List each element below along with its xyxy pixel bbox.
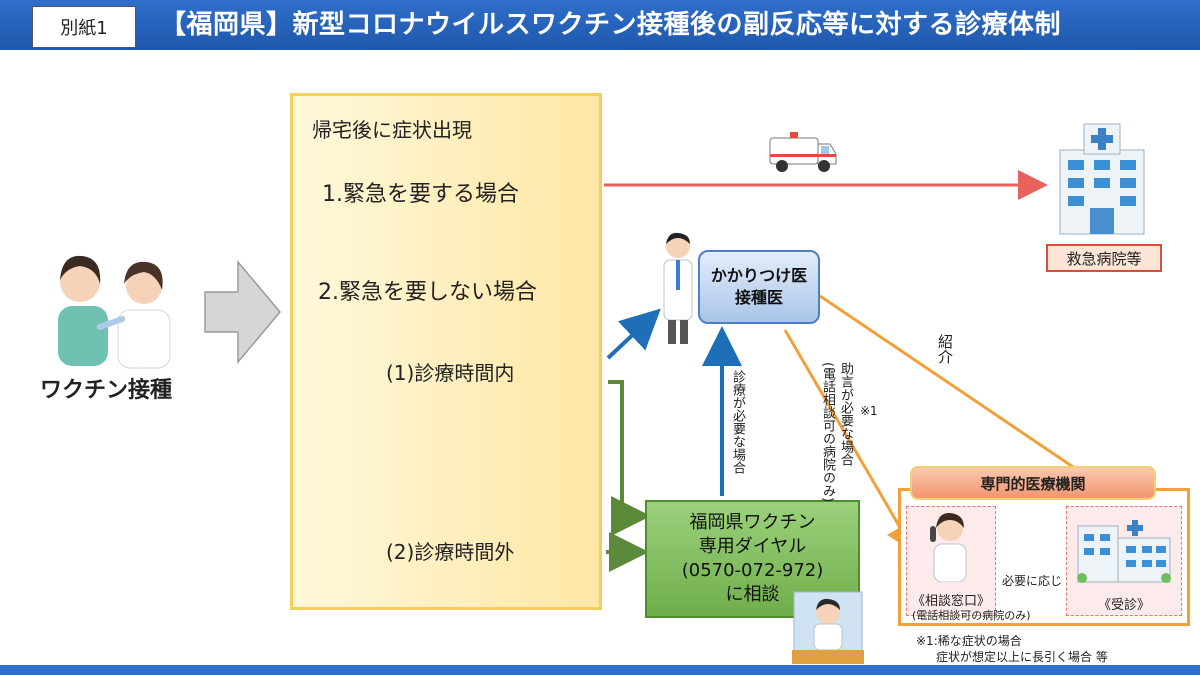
dial-line-2: 専用ダイヤル bbox=[698, 536, 807, 557]
in-hours-arrow bbox=[606, 308, 661, 360]
dial-phone-number: (0570-072-972) bbox=[681, 560, 824, 581]
vaccination-illustration-icon bbox=[58, 255, 171, 369]
specialist-hospital-icon bbox=[1077, 520, 1171, 583]
footnote-line-1: ※1:稀な症状の場合 bbox=[916, 634, 1022, 648]
in-hours-to-dial-arrow bbox=[608, 380, 651, 536]
out-of-hours-label: (2)診療時間外 bbox=[386, 540, 515, 564]
family-doctor-label: かかりつけ医 bbox=[710, 266, 808, 285]
referral-label: 紹介 bbox=[936, 334, 954, 364]
emergency-hospital-label: 救急病院等 bbox=[1046, 244, 1162, 272]
annex-tag: 別紙1 bbox=[32, 6, 136, 48]
family-doctor-box: かかりつけ医 接種医 bbox=[698, 250, 820, 324]
symptom-heading: 帰宅後に症状出現 bbox=[312, 118, 472, 142]
non-urgent-case-label: 2.緊急を要しない場合 bbox=[318, 280, 537, 305]
dial-line-4: に相談 bbox=[725, 584, 780, 605]
hospital-building-icon bbox=[1059, 123, 1145, 235]
advice-arrow bbox=[783, 329, 916, 554]
page-title: 【福岡県】新型コロナウイルスワクチン接種後の副反応等に対する診療体制 bbox=[160, 10, 1062, 40]
vaccination-to-symptoms-arrow bbox=[204, 259, 281, 365]
examination-label: 《受診》 bbox=[1098, 598, 1151, 613]
consult-phone-note: (電話相談可の病院のみ) bbox=[912, 609, 1031, 622]
doctor-icon bbox=[663, 232, 693, 344]
ambulance-icon bbox=[769, 132, 837, 172]
in-hours-label: (1)診療時間内 bbox=[386, 361, 515, 385]
exam-needed-label: 診療が必要な場合 bbox=[730, 370, 745, 474]
urgent-case-label: 1.緊急を要する場合 bbox=[322, 182, 519, 207]
advice-needed-label: 助言が必要な場合 bbox=[838, 362, 853, 466]
footnote-line-2: 症状が想定以上に長引く場合 等 bbox=[936, 650, 1108, 664]
phone-only-label: (電話相談可の病院のみ) bbox=[820, 362, 835, 503]
vaccinating-doctor-label: 接種医 bbox=[734, 288, 783, 307]
footnote-ref: ※1 bbox=[860, 404, 878, 418]
consultant-phone-icon bbox=[930, 512, 967, 582]
as-needed-label: 必要に応じ bbox=[1002, 574, 1063, 588]
footer-bar bbox=[0, 665, 1200, 675]
symptom-panel bbox=[290, 93, 602, 610]
consult-window-label: 《相談窓口》 bbox=[912, 594, 991, 609]
call-center-operator-icon bbox=[792, 591, 864, 664]
header-bar bbox=[0, 0, 1200, 50]
specialist-institution-header: 専門的医療機関 bbox=[910, 466, 1156, 500]
dial-line-1: 福岡県ワクチン bbox=[689, 512, 816, 533]
vaccination-label: ワクチン接種 bbox=[40, 378, 173, 403]
